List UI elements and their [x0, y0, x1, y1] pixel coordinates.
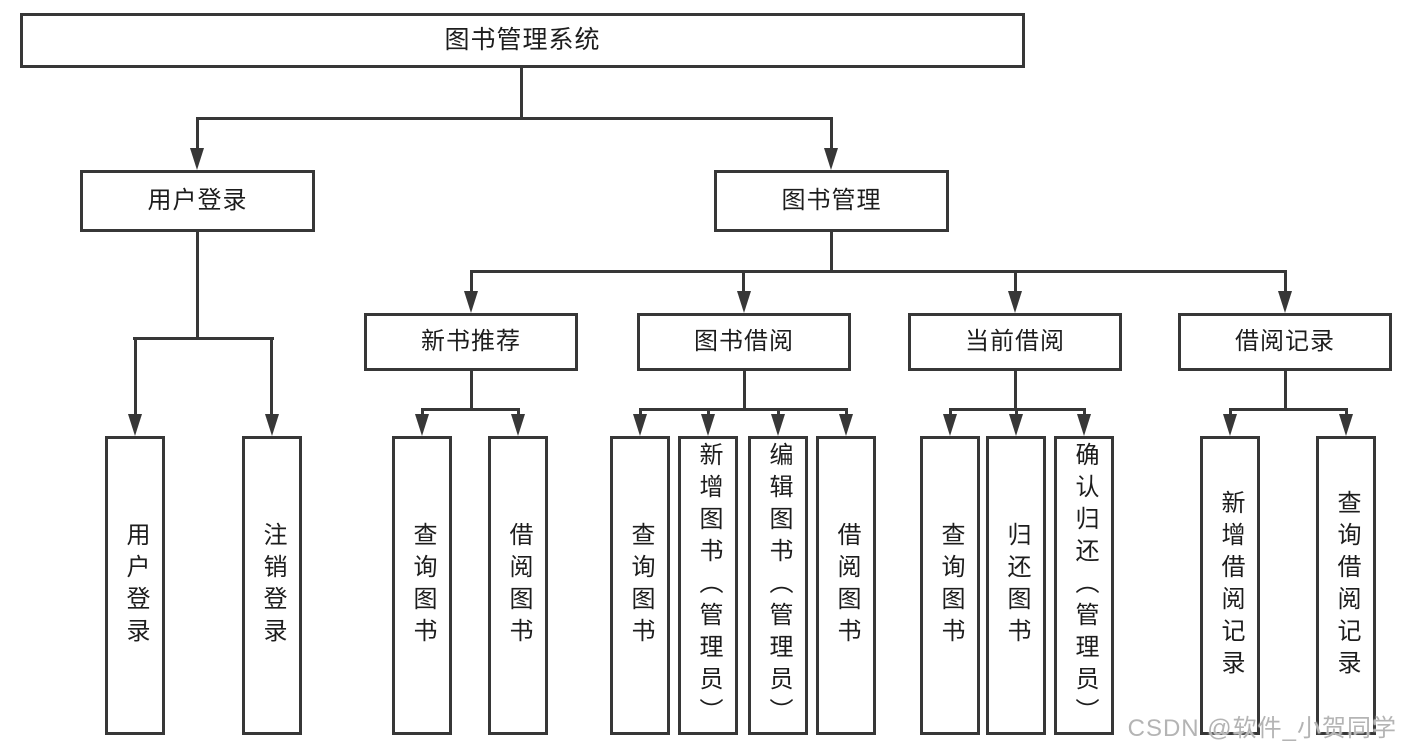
arrow-down-icon: [464, 291, 478, 313]
node-book-management: 图书管理: [714, 170, 949, 232]
arrow-down-icon: [415, 414, 429, 436]
connector-line: [270, 337, 273, 417]
leaf-edit-book-admin: 编辑图书（管理员）: [748, 436, 808, 735]
leaf-user-login: 用户登录: [105, 436, 165, 735]
leaf-add-book-admin: 新增图书（管理员）: [678, 436, 738, 735]
connector-line: [1284, 371, 1287, 409]
connector-line: [1229, 408, 1348, 411]
connector-line: [639, 408, 642, 416]
connector-line: [743, 371, 746, 409]
connector-line: [639, 408, 848, 411]
arrow-down-icon: [1009, 414, 1023, 436]
connector-line: [470, 270, 473, 293]
connector-line: [1014, 270, 1017, 293]
connector-line: [777, 408, 780, 416]
connector-line: [196, 117, 833, 120]
node-borrowing-records: 借阅记录: [1178, 313, 1392, 371]
leaf-confirm-return-admin: 确认归还（管理员）: [1054, 436, 1114, 735]
node-user-login: 用户登录: [80, 170, 315, 232]
connector-line: [845, 408, 848, 416]
connector-line: [520, 68, 523, 118]
node-book-borrowing: 图书借阅: [637, 313, 851, 371]
connector-line: [707, 408, 710, 416]
node-current-borrowing: 当前借阅: [908, 313, 1122, 371]
arrow-down-icon: [1223, 414, 1237, 436]
csdn-watermark: CSDN @软件_小贺同学: [1127, 715, 1397, 742]
leaf-query-books-current: 查询图书: [920, 436, 980, 735]
connector-line: [949, 408, 952, 416]
arrow-down-icon: [1339, 414, 1353, 436]
connector-line: [196, 117, 199, 150]
node-root-library-system: 图书管理系统: [20, 13, 1025, 68]
arrow-down-icon: [128, 414, 142, 436]
node-new-book-recommend: 新书推荐: [364, 313, 578, 371]
arrow-down-icon: [1278, 291, 1292, 313]
arrow-down-icon: [771, 414, 785, 436]
connector-line: [1345, 408, 1348, 416]
connector-line: [196, 232, 199, 338]
connector-line: [1015, 408, 1018, 416]
connector-line: [470, 270, 1287, 273]
connector-line: [1014, 371, 1017, 409]
leaf-query-books-recommend: 查询图书: [392, 436, 452, 735]
arrow-down-icon: [701, 414, 715, 436]
arrow-down-icon: [511, 414, 525, 436]
arrow-down-icon: [190, 148, 204, 170]
leaf-borrow-books-borrowing: 借阅图书: [816, 436, 876, 735]
connector-line: [470, 371, 473, 409]
leaf-query-borrow-record: 查询借阅记录: [1316, 436, 1376, 735]
arrow-down-icon: [839, 414, 853, 436]
leaf-logout: 注销登录: [242, 436, 302, 735]
connector-line: [830, 117, 833, 150]
connector-line: [1229, 408, 1232, 416]
connector-line: [421, 408, 520, 411]
connector-line: [517, 408, 520, 416]
connector-line: [830, 232, 833, 271]
leaf-borrow-books-recommend: 借阅图书: [488, 436, 548, 735]
connector-line: [742, 270, 745, 293]
arrow-down-icon: [265, 414, 279, 436]
arrow-down-icon: [824, 148, 838, 170]
leaf-return-book: 归还图书: [986, 436, 1046, 735]
connector-line: [1083, 408, 1086, 416]
arrow-down-icon: [943, 414, 957, 436]
leaf-add-borrow-record: 新增借阅记录: [1200, 436, 1260, 735]
arrow-down-icon: [1008, 291, 1022, 313]
connector-line: [1284, 270, 1287, 293]
leaf-query-books-borrowing: 查询图书: [610, 436, 670, 735]
arrow-down-icon: [633, 414, 647, 436]
arrow-down-icon: [1077, 414, 1091, 436]
connector-line: [421, 408, 424, 416]
connector-line: [134, 337, 137, 417]
connector-line: [133, 337, 274, 340]
arrow-down-icon: [737, 291, 751, 313]
